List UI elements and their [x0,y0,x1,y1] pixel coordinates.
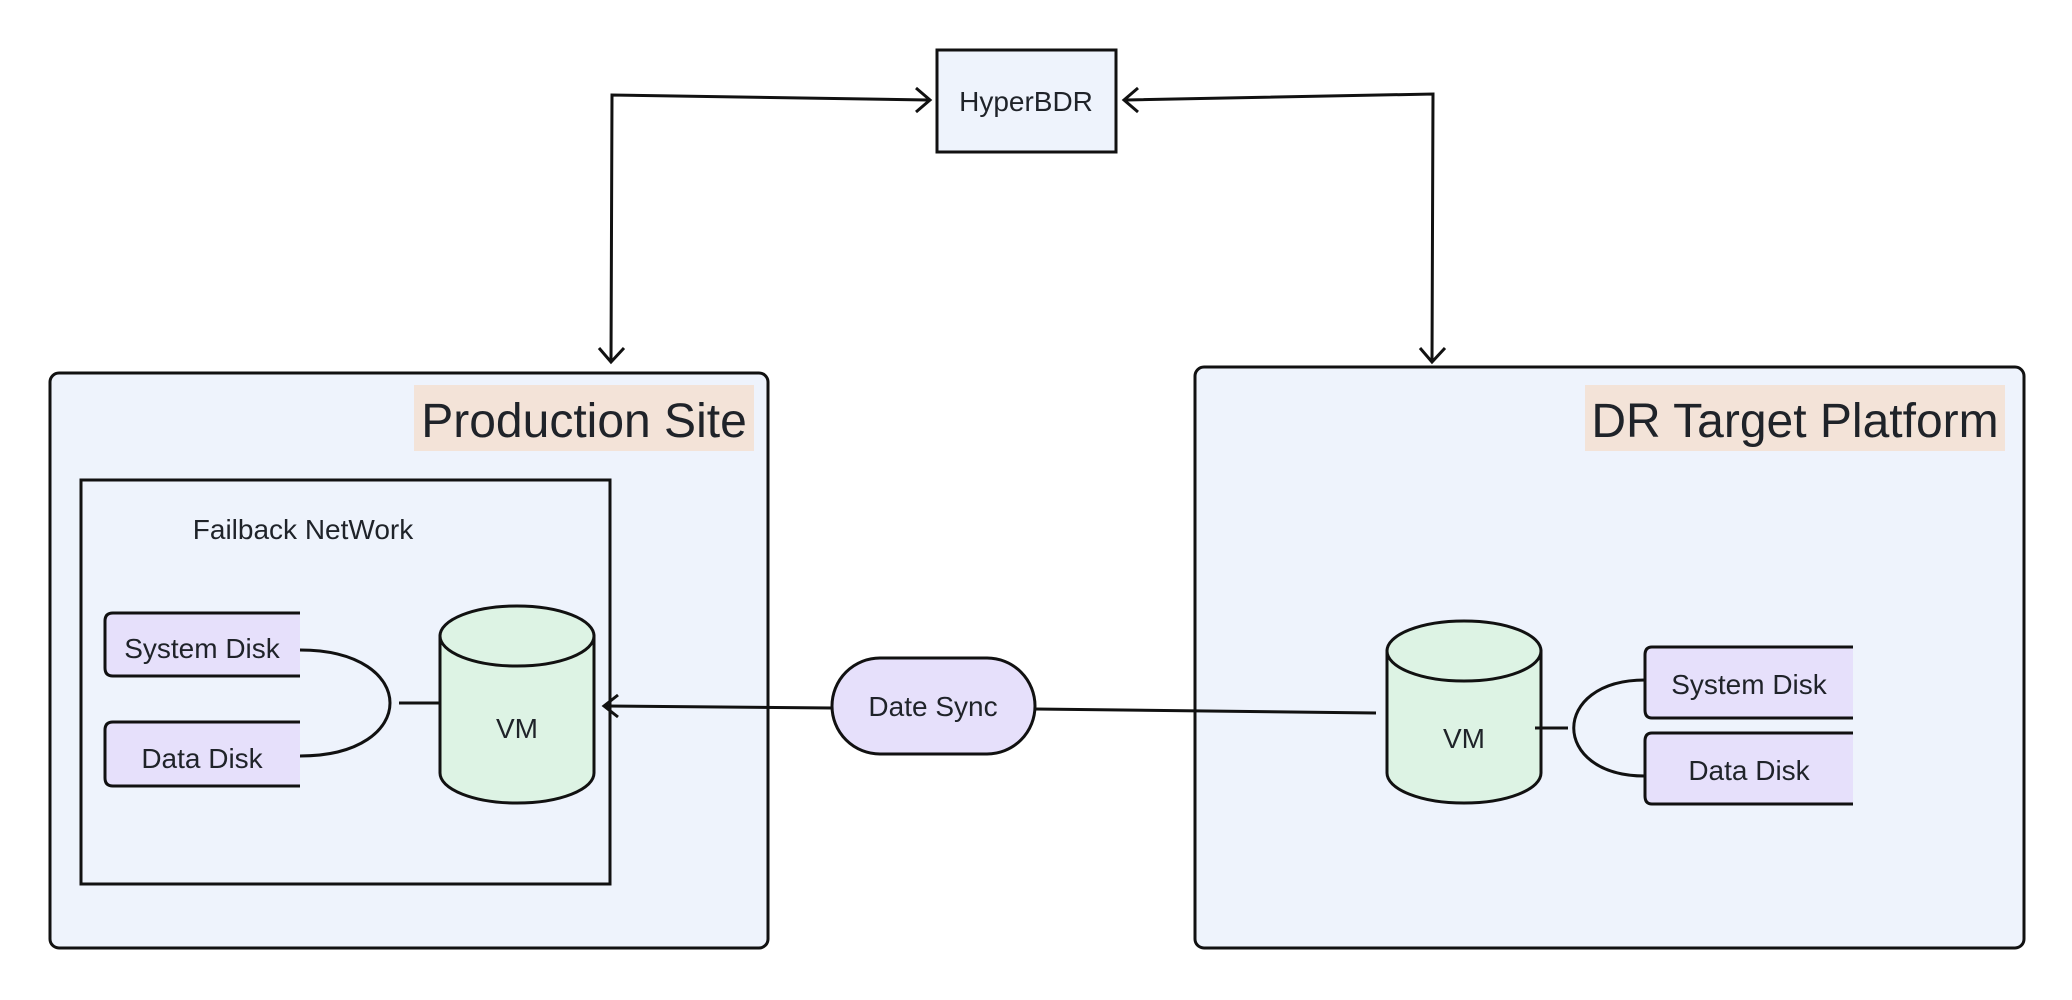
dr-disk-vm-connector [1535,678,1646,778]
date-sync-node: Date Sync [830,656,1037,756]
production-disk-vm-connector [299,648,440,758]
production-vm-cylinder: VM [438,604,596,805]
production-vm-label: VM [496,713,538,744]
dr-vm-cylinder: VM [1385,619,1543,805]
dr-system-disk-label: System Disk [1671,669,1828,700]
production-system-disk: System Disk [103,611,300,678]
dr-target-platform-title-highlight [1585,385,2005,451]
dr-data-disk-label: Data Disk [1688,755,1810,786]
production-system-disk-label: System Disk [124,633,281,664]
production-data-disk-label: Data Disk [141,743,263,774]
dr-data-disk: Data Disk [1643,731,1853,806]
dr-target-platform-container: DR Target Platform [1193,365,2026,950]
arrowhead-to-production [597,346,626,365]
failback-network-label: Failback NetWork [193,514,414,545]
production-site-title-highlight [414,385,754,451]
hyperbdr-node: HyperBDR [935,48,1118,154]
production-data-disk: Data Disk [103,720,300,788]
date-sync-connector [601,693,1377,719]
hyperbdr-to-production-connector [597,86,933,365]
arrowhead-to-hyperbdr-left [915,86,933,114]
dr-vm-label: VM [1443,723,1485,754]
dr-system-disk: System Disk [1643,645,1853,720]
arrowhead-to-dr [1418,346,1447,365]
date-sync-label: Date Sync [868,691,997,722]
arrowhead-to-hyperbdr-right [1121,86,1139,114]
production-site-title: Production Site [421,395,747,448]
arrowhead-to-production-vm [601,693,619,719]
dr-target-platform-title: DR Target Platform [1591,395,1998,448]
hyperbdr-to-dr-connector [1121,86,1447,365]
hyperbdr-label: HyperBDR [959,86,1093,117]
